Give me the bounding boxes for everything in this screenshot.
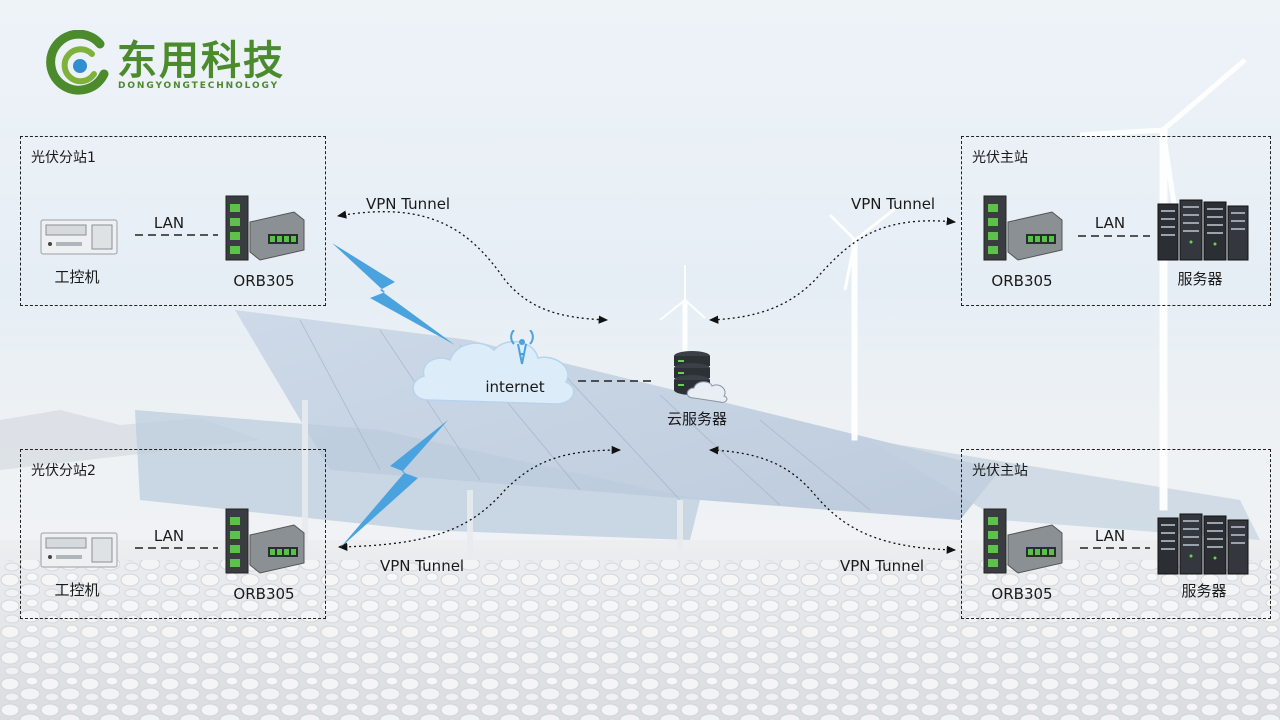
lan-label: LAN xyxy=(154,214,184,232)
vpn-tunnel-label: VPN Tunnel xyxy=(366,195,450,213)
cloud-server-icon xyxy=(656,350,732,404)
vpn-tunnel-bottom-left xyxy=(339,450,620,547)
router-orb305-icon xyxy=(224,194,306,264)
lan-label: LAN xyxy=(1095,527,1125,545)
site-title: 光伏分站1 xyxy=(31,147,96,167)
router-label: ORB305 xyxy=(991,585,1052,603)
lan-label: LAN xyxy=(154,527,184,545)
pc-label: 工控机 xyxy=(54,579,99,600)
server-label: 服务器 xyxy=(1177,268,1222,289)
router-orb305-icon xyxy=(224,507,306,577)
vpn-tunnel-label: VPN Tunnel xyxy=(851,195,935,213)
vpn-tunnel-top-right xyxy=(710,221,955,320)
vpn-tunnel-label: VPN Tunnel xyxy=(840,557,924,575)
industrial-pc-icon xyxy=(40,529,118,569)
internet-cloud-icon xyxy=(406,330,582,410)
site-title: 光伏主站 xyxy=(972,460,1028,480)
server-label: 服务器 xyxy=(1181,580,1226,601)
internet-label: internet xyxy=(485,378,544,396)
server-rack-icon xyxy=(1156,512,1250,576)
router-orb305-icon xyxy=(982,194,1064,264)
lan-label: LAN xyxy=(1095,214,1125,232)
pc-label: 工控机 xyxy=(54,266,99,287)
vpn-tunnel-bottom-right xyxy=(710,450,955,550)
router-label: ORB305 xyxy=(233,272,294,290)
vpn-tunnel-top-left xyxy=(338,212,607,320)
site-title: 光伏分站2 xyxy=(31,460,96,480)
cloud-server-label: 云服务器 xyxy=(667,408,727,429)
server-rack-icon xyxy=(1156,198,1250,262)
router-label: ORB305 xyxy=(991,272,1052,290)
site-title: 光伏主站 xyxy=(972,147,1028,167)
wireless-bolt-bottom xyxy=(340,420,448,548)
industrial-pc-icon xyxy=(40,216,118,256)
router-orb305-icon xyxy=(982,507,1064,577)
router-label: ORB305 xyxy=(233,585,294,603)
vpn-tunnel-label: VPN Tunnel xyxy=(380,557,464,575)
